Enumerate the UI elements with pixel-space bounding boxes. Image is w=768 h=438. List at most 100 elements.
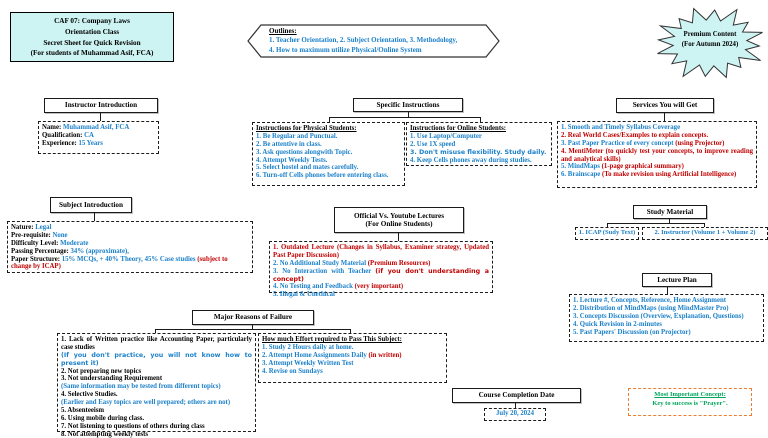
online-students-box: Instructions for Online Students: 1. Use… (406, 122, 552, 166)
premium-line1: Premium Content (683, 31, 737, 38)
list-line: Qualification: CA (42, 131, 94, 139)
connector-line (100, 113, 102, 121)
youtube-lectures-title: Official Vs. Youtube Lectures (353, 211, 445, 220)
list-line: 4. Selective Studies. (61, 391, 118, 399)
connector-line (252, 325, 254, 329)
list-line: Experience: 15 Years (42, 139, 103, 147)
premium-line2: (For Autumn 2024) (681, 40, 739, 48)
failure-reasons-title: Major Reasons of Failure (213, 313, 293, 322)
connector-line (329, 117, 331, 122)
connector-line (398, 233, 400, 241)
list-line: 4. Attempt Weekly Tests. (256, 156, 328, 164)
list-line: 1. Lecture #, Concepts, Reference, Home … (573, 297, 727, 304)
list-line: 4. MentiMeter (to quickly test your conc… (561, 147, 753, 163)
list-line: 3. Not understanding Requirement (61, 375, 163, 383)
list-line: 2. No Additional Study Material (Premium… (273, 259, 431, 267)
list-line: 2. Distribution of MindMaps (using MindM… (573, 304, 729, 312)
instructor-introduction-title: Instructor Introduction (64, 101, 138, 110)
list-line: 3. Concepts Discussion (Overview, Explan… (573, 312, 744, 320)
list-line: 4. Revise on Sundays (262, 367, 323, 375)
list-line: 1. Smooth and Timely Syllabus Coverage (561, 124, 681, 131)
list-line: Difficulty Level: Moderate (11, 239, 89, 247)
list-line: 3. Don't misuse flexibility. Study daily… (410, 148, 547, 156)
course-completion-title: Course Completion Date (478, 391, 555, 400)
list-line: 5. Select hostel and mates carefully. (256, 164, 359, 172)
list-line: 5. MindMaps (1-page graphical summary) (561, 163, 684, 171)
list-line: 1. Outdated Lecture (Changes in Syllabus… (273, 244, 489, 259)
list-line: 4. Keep Cells phones away during studies… (410, 156, 532, 164)
study-material-header: Study Material (633, 205, 707, 219)
list-line: (Earlier and Easy topics are well prepar… (61, 399, 231, 406)
list-line: 6. Turn-off Cells phones before entering… (256, 172, 389, 180)
outlines-card: Outlines: 1. Teacher Orientation, 2. Sub… (247, 25, 497, 57)
most-important-concept-text: Key to success is "Prayer". (652, 399, 728, 407)
list-line: 6. Brainscape (To make revision using Ar… (561, 171, 737, 179)
outlines-hexagon-shape (247, 24, 500, 58)
list-line: 2. Attempt Home Assignments Daily (in wr… (262, 351, 402, 359)
connector-line (408, 112, 410, 117)
list-line: CAF 07: Company Laws (54, 17, 130, 25)
connector-line (667, 287, 669, 294)
list-line: Orientation Class (64, 27, 120, 36)
premium-starburst-shape (656, 7, 763, 79)
course-completion-header: Course Completion Date (452, 388, 581, 403)
connector-line (94, 213, 96, 221)
list-line: 4. No Testing and Feedback (very importa… (273, 283, 404, 291)
connector-line (480, 117, 482, 122)
study-material-item-instructor: 2. Instructor (Volume 1 + Volume 2) (642, 227, 768, 240)
connector-line (155, 329, 157, 333)
list-line: 1. Study 2 Hours daily at home. (262, 343, 354, 351)
specific-instructions-header: Specific Instructions (353, 98, 463, 112)
connector-line (155, 329, 350, 331)
list-line: 3. Attempt Weekly Written Test (262, 359, 354, 367)
list-line: 5. Past Papers' Discussion (on Projector… (573, 328, 691, 336)
connector-line (350, 329, 352, 333)
connector-line (515, 403, 517, 408)
lecture-plan-header: Lecture Plan (642, 273, 712, 287)
list-line: 7. Not listening to questions of others … (61, 422, 205, 430)
list-line: (For students of Muhammad Asif, FCA) (30, 49, 154, 58)
connector-line (669, 219, 671, 223)
failure-reasons-header: Major Reasons of Failure (192, 310, 314, 325)
connector-line (704, 223, 706, 227)
list-line: Nature: Legal (11, 224, 52, 231)
subject-introduction-title: Subject Introduction (59, 200, 123, 209)
list-line: 2. Real World Cases/Examples to explain … (561, 131, 709, 139)
connector-line (607, 223, 705, 225)
physical-students-list: 1. Be Regular and Punctual.2. Be attenti… (256, 133, 401, 180)
list-line: Name: Muhammad Asif, FCA (42, 124, 130, 131)
instructor-introduction-header: Instructor Introduction (44, 98, 158, 113)
list-line: 3. Past Paper Practice of every concept … (561, 139, 725, 147)
list-line: 2. Not preparing new topics (61, 367, 142, 375)
course-completion-date: July 20, 2024 (484, 408, 546, 421)
failure-reasons-box: 1. Lack of Written practice like Account… (57, 333, 256, 438)
list-line: Paper Structure: 15% MCQs, + 40% Theory,… (11, 255, 228, 271)
outlines-line2: 4. How to maximum utilize Physical/Onlin… (269, 45, 422, 54)
list-line: Secret Sheet for Quick Revision (43, 38, 141, 47)
outlines-heading: Outlines: (269, 27, 297, 35)
list-line: (If you don't practice, you will not kno… (61, 351, 252, 367)
connector-line (329, 117, 481, 119)
effort-required-list: 1. Study 2 Hours daily at home.2. Attemp… (262, 344, 443, 376)
physical-students-heading: Instructions for Physical Students: (256, 125, 357, 132)
list-line: 3. No Interaction with Teacher (if you d… (273, 267, 489, 283)
connector-line (664, 113, 666, 121)
study-material-item-icap: 1. ICAP (Sudy Text) (575, 227, 639, 240)
list-line: Passing Percentage: 34% (approximate), (11, 247, 129, 255)
specific-instructions-title: Specific Instructions (376, 100, 440, 109)
services-header: Services You will Get (616, 98, 714, 113)
list-line: 4. Quick Revision in 2-minutes (573, 320, 662, 328)
list-line: Pre-requisite: None (11, 231, 68, 239)
outlines-line1: 1. Teacher Orientation, 2. Subject Orien… (269, 36, 458, 45)
connector-line (607, 223, 609, 227)
effort-required-box: How much Effort required to Pass This Su… (258, 333, 447, 383)
youtube-lectures-header: Official Vs. Youtube Lectures (For Onlin… (334, 207, 464, 233)
list-line: 5. Illegal & Unethical (273, 291, 335, 299)
list-line: 6. Using mobile during class. (61, 414, 145, 422)
